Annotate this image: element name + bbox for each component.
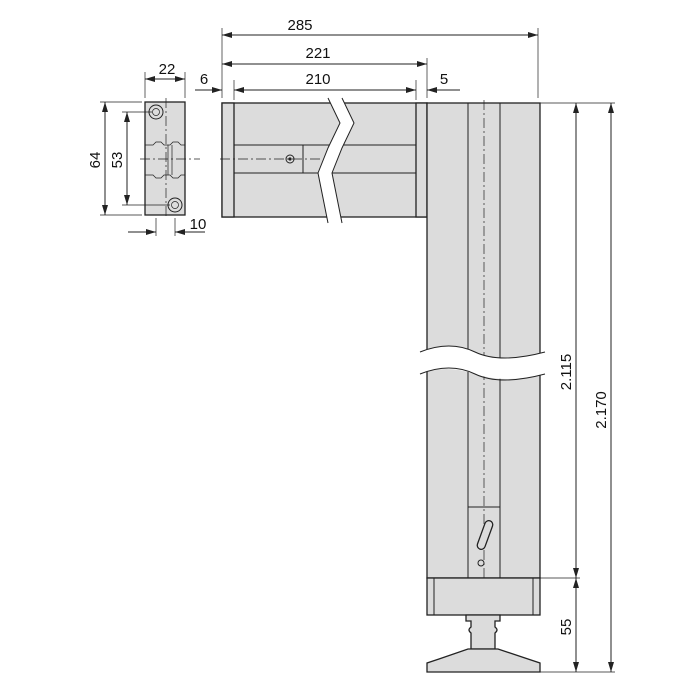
adjuster-screw-icon bbox=[476, 520, 494, 550]
dimension-lines bbox=[100, 28, 615, 673]
dim-64: 64 bbox=[87, 152, 104, 169]
dim-221: 221 bbox=[305, 45, 330, 62]
dim-2170: 2.170 bbox=[593, 391, 610, 429]
dim-53: 53 bbox=[109, 152, 126, 169]
dim-10: 10 bbox=[190, 216, 207, 233]
dim-210: 210 bbox=[305, 71, 330, 88]
mounting-bracket bbox=[140, 98, 200, 218]
dim-285: 285 bbox=[287, 17, 312, 34]
dim-5: 5 bbox=[440, 71, 448, 88]
dimension-labels: 285 221 210 6 5 22 10 64 53 2.115 2.170 … bbox=[87, 17, 610, 635]
dim-22: 22 bbox=[159, 61, 176, 78]
dim-2115: 2.115 bbox=[558, 354, 575, 390]
vertical-column bbox=[419, 100, 546, 673]
dim-6: 6 bbox=[200, 71, 208, 88]
horizontal-arm bbox=[220, 97, 428, 224]
dim-55: 55 bbox=[558, 619, 575, 636]
